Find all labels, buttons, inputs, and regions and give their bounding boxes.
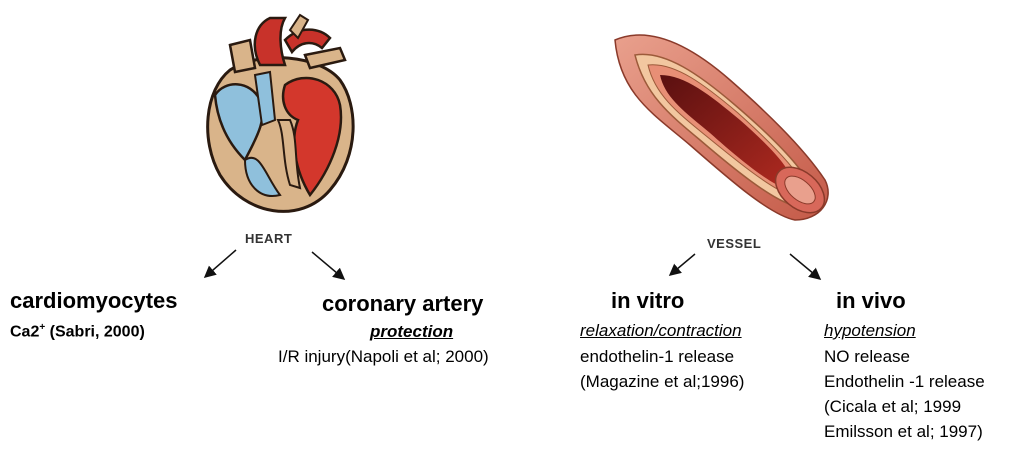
in-vitro-title: in vitro [611,288,684,314]
coronary-artery-title: coronary artery [322,291,483,317]
in-vivo-line-1: NO release [824,346,910,368]
coronary-effect: protection [370,321,453,343]
in-vitro-line-1: endothelin-1 release [580,346,734,368]
in-vivo-line-4: Emilsson et al; 1997) [824,421,983,443]
heart-right-arrow [312,252,344,279]
vessel-left-arrow [670,254,695,275]
in-vitro-effect: relaxation/contraction [580,320,742,342]
in-vivo-line-2: Endothelin -1 release [824,371,985,393]
in-vivo-effect: hypotension [824,320,916,342]
calcium-label: Ca2 [10,323,39,340]
vessel-right-arrow [790,254,820,279]
calcium-citation: (Sabri, 2000) [45,323,145,340]
in-vivo-title: in vivo [836,288,906,314]
in-vitro-line-2: (Magazine et al;1996) [580,371,744,393]
heart-left-arrow [205,250,236,277]
coronary-line-1: I/R injury(Napoli et al; 2000) [278,346,489,368]
cardiomyocytes-title: cardiomyocytes [10,288,178,314]
in-vivo-line-3: (Cicala et al; 1999 [824,396,961,418]
cardiomyocytes-detail: Ca2+ (Sabri, 2000) [10,318,145,342]
